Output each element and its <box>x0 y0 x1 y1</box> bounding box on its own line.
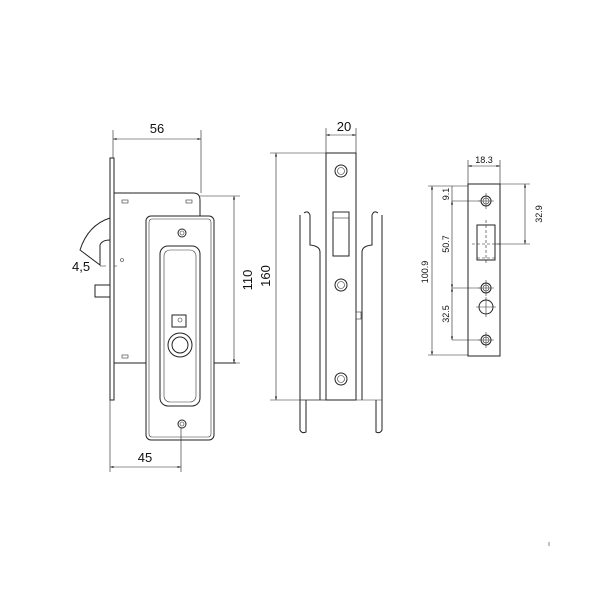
right-escutcheon <box>361 211 383 434</box>
screw-hole-icon <box>177 228 187 238</box>
left-escutcheon <box>299 211 321 434</box>
side-view: 20 160 <box>258 119 383 434</box>
dim-strike-lower: 32.5 <box>441 305 451 323</box>
latch <box>332 211 350 257</box>
screw-icon <box>334 164 348 178</box>
lock-body <box>114 192 201 364</box>
pull-ring-icon <box>167 314 193 358</box>
dim-strike-right: 32.9 <box>534 205 544 223</box>
escutcheon-plate <box>145 215 215 441</box>
pin-bolt <box>94 284 111 298</box>
dim-width: 56 <box>150 121 164 136</box>
front-view: 56 110 45 4,5 <box>72 121 255 472</box>
strike-plate <box>467 183 501 357</box>
dim-offset: 45 <box>138 450 152 465</box>
hole-icon <box>476 297 496 317</box>
dim-backset: 4,5 <box>72 259 90 274</box>
screw-hole-icon <box>478 193 494 209</box>
dim-strike-width: 18.3 <box>475 155 493 165</box>
dim-strike-mid: 50.7 <box>441 235 451 253</box>
dim-strike-total: 100.9 <box>420 261 430 284</box>
dim-strike-top: 9.1 <box>441 188 451 201</box>
screw-hole-icon <box>478 280 494 296</box>
screw-hole-icon <box>478 332 494 348</box>
dim-depth: 20 <box>337 119 351 134</box>
strike-plate-view: 18.3 100.9 9.1 50.7 32.5 32.9 <box>420 155 544 357</box>
pull-recess <box>159 245 201 407</box>
dim-length: 160 <box>258 265 273 287</box>
screw-icon <box>334 278 348 292</box>
hook-bolt <box>79 217 111 266</box>
faceplate <box>325 152 357 401</box>
faceplate-edge <box>109 157 115 401</box>
dim-height: 110 <box>240 270 255 291</box>
screw-hole-icon <box>177 419 187 429</box>
screw-icon <box>334 372 348 386</box>
